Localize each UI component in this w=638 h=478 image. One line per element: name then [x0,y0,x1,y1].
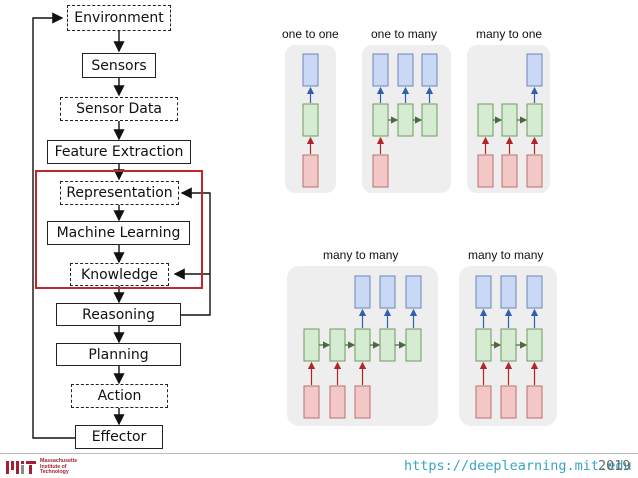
hidden-cell [372,103,389,137]
sensors-label: Sensors [91,57,147,74]
input-cell [526,385,543,419]
label-one-to-one: one to one [282,27,339,41]
footer-divider [0,453,638,454]
sensor-data-label: Sensor Data [76,101,162,117]
feature-extraction-box: Feature Extraction [47,140,191,164]
highlight-frame [35,170,203,289]
input-cell [302,154,319,188]
output-cell [421,53,438,87]
output-cell [302,53,319,87]
input-cell [354,385,371,419]
output-cell [372,53,389,87]
feature-extraction-label: Feature Extraction [54,144,184,160]
representation-label: Representation [66,185,173,201]
hidden-cell [526,328,543,362]
hidden-cell [477,103,494,137]
input-cell [303,385,320,419]
action-label: Action [97,388,142,404]
representation-box: Representation [60,181,179,205]
action-box: Action [71,384,168,408]
machine-learning-label: Machine Learning [56,225,181,241]
environment-label: Environment [74,10,164,26]
hidden-cell [303,328,320,362]
output-cell [526,275,543,309]
input-cell [329,385,346,419]
sensors-box: Sensors [82,53,156,78]
sensor-data-box: Sensor Data [60,97,178,121]
output-cell [405,275,422,309]
mit-logo-icon [6,461,36,474]
hidden-cell [405,328,422,362]
course-url-link[interactable]: https://deeplearning.mit.edu [404,458,632,474]
reasoning-label: Reasoning [82,306,155,323]
input-cell [526,154,543,188]
effector-box: Effector [75,425,163,449]
hidden-cell [354,328,371,362]
input-cell [501,154,518,188]
environment-box: Environment [67,5,171,31]
knowledge-label: Knowledge [81,266,158,283]
output-cell [475,275,492,309]
planning-label: Planning [88,346,149,363]
effector-label: Effector [91,429,147,445]
hidden-cell [379,328,396,362]
output-cell [526,53,543,87]
hidden-cell [500,328,517,362]
hidden-cell [329,328,346,362]
output-cell [379,275,396,309]
machine-learning-box: Machine Learning [47,221,190,245]
rnn-diagrams [285,45,557,426]
hidden-cell [421,103,438,137]
footer-year: 2019 [598,458,631,474]
label-many-to-many-1: many to many [323,248,399,262]
planning-box: Planning [56,343,181,366]
output-cell [500,275,517,309]
label-many-to-one: many to one [476,27,543,41]
hidden-cell [475,328,492,362]
mit-name: Massachusetts Institute of Technology [40,458,78,476]
label-many-to-many-2: many to many [468,248,544,262]
input-cell [477,154,494,188]
output-cell [354,275,371,309]
input-cell [372,154,389,188]
output-cell [397,53,414,87]
reasoning-box: Reasoning [56,303,181,326]
knowledge-box: Knowledge [70,263,169,286]
hidden-cell [501,103,518,137]
label-one-to-many: one to many [371,27,438,41]
hidden-cell [397,103,414,137]
hidden-cell [302,103,319,137]
hidden-cell [526,103,543,137]
input-cell [500,385,517,419]
input-cell [475,385,492,419]
